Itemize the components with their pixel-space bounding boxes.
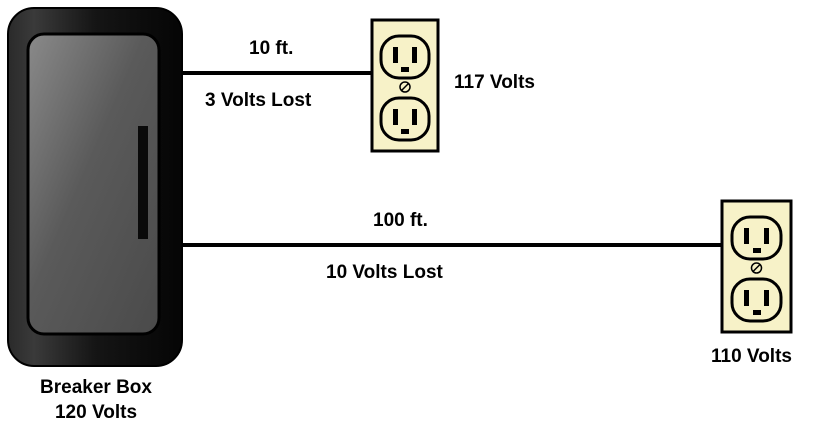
receptacle-upper	[730, 215, 783, 261]
receptacle-lower	[730, 277, 783, 323]
wire-2-loss-label: 10 Volts Lost	[326, 262, 443, 283]
wire-2-length-label: 100 ft.	[373, 210, 428, 231]
receptacle-lower	[379, 96, 431, 142]
outlet-2-voltage-label: 110 Volts	[711, 346, 792, 367]
breaker-handle	[138, 126, 148, 239]
outlet-1-voltage-label: 117 Volts	[454, 72, 535, 93]
receptacle-upper	[379, 34, 431, 80]
breaker-box-voltage-label: 120 Volts	[54, 402, 138, 423]
breaker-box	[7, 7, 183, 367]
outlet-1	[370, 18, 440, 153]
outlet-2	[720, 199, 793, 334]
breaker-box-name-label: Breaker Box	[40, 377, 152, 398]
wire-1-length-label: 10 ft.	[249, 38, 294, 59]
wire-1-loss-label: 3 Volts Lost	[205, 90, 312, 111]
